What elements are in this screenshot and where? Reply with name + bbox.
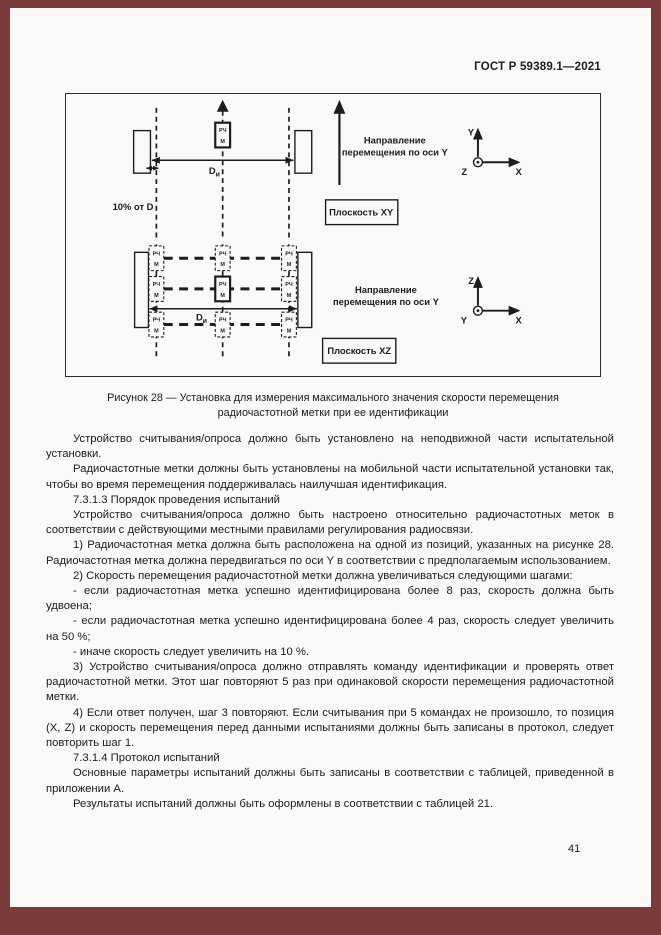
svg-text:М: М [154, 262, 159, 268]
svg-text:М: М [287, 328, 292, 334]
direction-label-line1: Направление [355, 284, 417, 295]
svg-text:М: М [220, 328, 225, 334]
distance-label: Dи [196, 312, 207, 325]
paragraph: 3) Устройство считывания/опроса должно о… [46, 661, 614, 704]
rfid-tag: РЧ М [148, 311, 165, 338]
list-item: - если радиочастотная метка успешно иден… [46, 585, 614, 613]
axis-x-label: X [516, 166, 523, 177]
top-view: Dи 10% от D РЧ М Направление перемещения… [113, 99, 523, 241]
figure-diagram-svg: Dи 10% от D РЧ М Направление перемещения… [113, 99, 523, 364]
svg-text:М: М [154, 293, 159, 299]
section-heading-7-3-1-4: 7.3.1.4 Протокол испытаний [73, 752, 220, 765]
axis-z-label: Z [468, 275, 474, 286]
paragraph: Результаты испытаний должны быть оформле… [73, 797, 494, 810]
figure-caption: Рисунок 28 — Установка для измерения мак… [65, 391, 601, 421]
page-number: 41 [568, 843, 581, 855]
svg-text:РЧ: РЧ [285, 282, 293, 288]
svg-text:РЧ: РЧ [219, 282, 227, 288]
svg-text:РЧ: РЧ [153, 251, 161, 257]
figure-caption-line2: радиочастотной метки при ее идентификаци… [217, 407, 449, 419]
document-number: ГОСТ Р 59389.1—2021 [474, 61, 601, 73]
antenna-right [297, 251, 313, 329]
plane-xz-box [321, 337, 397, 364]
rfid-tag: РЧ М [280, 276, 297, 302]
section-heading-7-3-1-3: 7.3.1.3 Порядок проведения испытаний [73, 493, 280, 506]
plane-xz-label: Плоскость XZ [327, 345, 391, 356]
direction-label-line1: Направление [364, 134, 426, 145]
axis-z-label: Z [461, 166, 467, 177]
axis-x-label: X [516, 315, 523, 326]
document-page: ГОСТ Р 59389.1—2021 Dи 10% [10, 8, 651, 907]
rfid-tag: РЧ М [280, 311, 297, 338]
axis-y-label: Y [461, 315, 468, 326]
motion-arrowhead-icon [216, 99, 229, 112]
svg-text:РЧ: РЧ [219, 128, 227, 134]
rfid-tag: РЧ М [214, 121, 232, 149]
coordinate-axes-xy: Y X Z [461, 127, 522, 178]
paragraph: Устройство считывания/опроса должно быть… [46, 433, 614, 461]
plane-xy-label: Плоскость XY [329, 207, 394, 218]
svg-text:РЧ: РЧ [153, 282, 161, 288]
svg-text:РЧ: РЧ [285, 251, 293, 257]
direction-arrowhead-icon [333, 99, 346, 114]
rfid-tag: РЧ М [148, 276, 165, 302]
svg-text:М: М [287, 262, 292, 268]
rfid-tag: РЧ М [214, 311, 231, 338]
svg-text:М: М [287, 293, 292, 299]
distance-label: Dи [209, 165, 220, 178]
direction-label-line2: перемещения по оси Y [333, 296, 440, 307]
antenna-right [294, 129, 313, 174]
bottom-view: Dи РЧ М РЧ М РЧ М [133, 244, 523, 364]
svg-text:РЧ: РЧ [219, 318, 227, 324]
paragraph: Основные параметры испытаний должны быть… [46, 767, 614, 795]
svg-text:М: М [154, 328, 159, 334]
svg-text:М: М [220, 262, 225, 268]
body-text: Устройство считывания/опроса должно быть… [46, 432, 614, 812]
svg-text:РЧ: РЧ [285, 318, 293, 324]
antenna-left [132, 129, 152, 174]
antenna-left [133, 251, 150, 329]
paragraph: Радиочастотные метки должны быть установ… [46, 463, 614, 491]
figure-28: Dи 10% от D РЧ М Направление перемещения… [65, 93, 601, 377]
offset-label: 10% от D [113, 201, 154, 212]
rfid-tag: РЧ М [214, 245, 231, 272]
rfid-tag: РЧ М [148, 245, 165, 272]
rfid-tag-center: РЧ М [214, 275, 232, 303]
list-item: - иначе скорость следует увеличить на 10… [73, 645, 310, 658]
paragraph: 2) Скорость перемещения радиочастотной м… [73, 569, 573, 582]
paragraph: Устройство считывания/опроса должно быть… [46, 509, 614, 537]
rfid-tag: РЧ М [280, 245, 297, 272]
svg-text:М: М [220, 139, 225, 145]
plane-xy-box [324, 199, 399, 226]
list-item: - если радиочастотная метка успешно иден… [46, 615, 614, 643]
paragraph: 4) Если ответ получен, шаг 3 повторяют. … [46, 706, 614, 750]
direction-label-line2: перемещения по оси Y [342, 146, 449, 157]
svg-text:М: М [220, 293, 225, 299]
figure-caption-line1: Рисунок 28 — Установка для измерения мак… [107, 392, 559, 404]
axis-y-label: Y [468, 127, 475, 138]
coordinate-axes-xz: Z X Y [461, 275, 523, 326]
paragraph: 1) Радиочастотная метка должна быть расп… [46, 539, 614, 567]
svg-text:РЧ: РЧ [153, 318, 161, 324]
svg-text:РЧ: РЧ [219, 251, 227, 257]
